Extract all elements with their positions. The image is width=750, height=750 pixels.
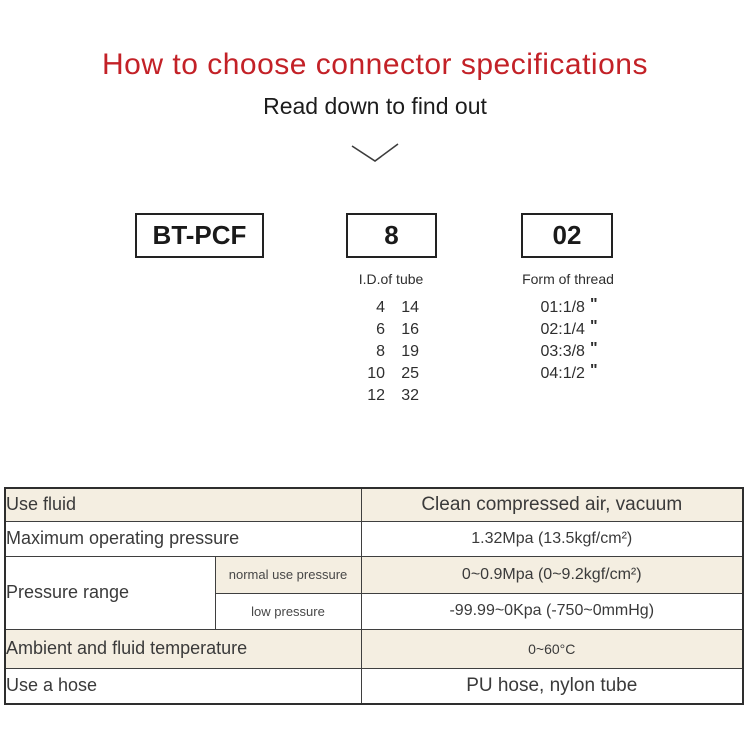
page-title: How to choose connector specifications [102, 48, 648, 81]
list-item: 03:3/8" [499, 340, 639, 363]
thread-form-list: 01:1/8" 02:1/4" 03:3/8" 04:1/2" [499, 296, 639, 385]
spec-label-temperature: Ambient and fluid temperature [4, 628, 362, 669]
thread-form-value: 01:1/8 [540, 299, 585, 316]
model-prefix-label: BT-PCF [152, 220, 247, 250]
spec-label-use-fluid: Use fluid [4, 487, 362, 522]
spec-value-normal-pressure: 0~0.9Mpa (0~9.2kgf/cm²) [360, 555, 744, 594]
thread-code-box: 02 [521, 213, 613, 258]
thread-form-value: 02:1/4 [540, 321, 585, 338]
spec-value-temperature: 0~60°C [360, 628, 744, 669]
spec-table: Use fluid Clean compressed air, vacuum M… [4, 487, 744, 705]
inch-mark: " [589, 318, 598, 335]
inch-mark: " [589, 362, 598, 379]
tube-size-box: 8 [346, 213, 437, 258]
tube-id-value: 16 [401, 321, 419, 338]
spec-label-max-pressure: Maximum operating pressure [4, 520, 362, 557]
table-row: Pressure range normal use pressure 0~0.9… [4, 555, 744, 630]
spec-value-max-pressure: 1.32Mpa (13.5kgf/cm²) [360, 520, 744, 557]
table-row: Maximum operating pressure 1.32Mpa (13.5… [4, 520, 744, 557]
tube-id-value: 12 [367, 387, 385, 404]
thread-form-value: 04:1/2 [540, 365, 585, 382]
spec-value-low-pressure: -99.99~0Kpa (-750~0mmHg) [360, 592, 744, 630]
spec-sublabel-normal-pressure: normal use pressure [214, 555, 362, 594]
model-prefix-box: BT-PCF [135, 213, 264, 258]
table-row: Ambient and fluid temperature 0~60°C [4, 628, 744, 669]
table-row: Use fluid Clean compressed air, vacuum [4, 487, 744, 522]
tube-id-value: 19 [401, 343, 419, 360]
spec-sublabel-low-pressure: low pressure [214, 592, 362, 630]
list-item: 6 16 [353, 319, 429, 341]
tube-id-value: 4 [376, 299, 385, 316]
tube-size-label: 8 [384, 220, 399, 250]
tube-id-value: 32 [401, 387, 419, 404]
list-item: 01:1/8" [499, 296, 639, 319]
tube-id-value: 25 [401, 365, 419, 382]
list-item: 8 19 [353, 341, 429, 363]
spec-value-use-fluid: Clean compressed air, vacuum [360, 487, 744, 522]
inch-mark: " [589, 296, 598, 313]
spec-label-pressure-range: Pressure range [4, 555, 216, 630]
tube-id-value: 10 [367, 365, 385, 382]
table-row: Use a hose PU hose, nylon tube [4, 667, 744, 705]
list-item: 04:1/2" [499, 362, 639, 385]
table-row: low pressure -99.99~0Kpa (-750~0mmHg) [5, 592, 744, 630]
thread-code-label: 02 [552, 220, 582, 250]
tube-id-value: 6 [376, 321, 385, 338]
thread-form-value: 03:3/8 [540, 343, 585, 360]
tube-id-value: 14 [401, 299, 419, 316]
tube-id-value: 8 [376, 343, 385, 360]
list-item: 10 25 [353, 363, 429, 385]
spec-value-hose: PU hose, nylon tube [360, 667, 744, 705]
spec-label-hose: Use a hose [4, 667, 362, 705]
tube-list-heading: I.D.of tube [358, 271, 424, 287]
list-item: 12 32 [353, 385, 429, 407]
thread-list-heading: Form of thread [522, 271, 614, 287]
list-item: 4 14 [353, 297, 429, 319]
tube-id-list: 4 14 6 16 8 19 10 25 12 32 [353, 297, 429, 407]
list-item: 02:1/4" [499, 318, 639, 341]
chevron-down-icon [351, 143, 399, 162]
inch-mark: " [589, 340, 598, 357]
page-subtitle: Read down to find out [263, 93, 487, 119]
